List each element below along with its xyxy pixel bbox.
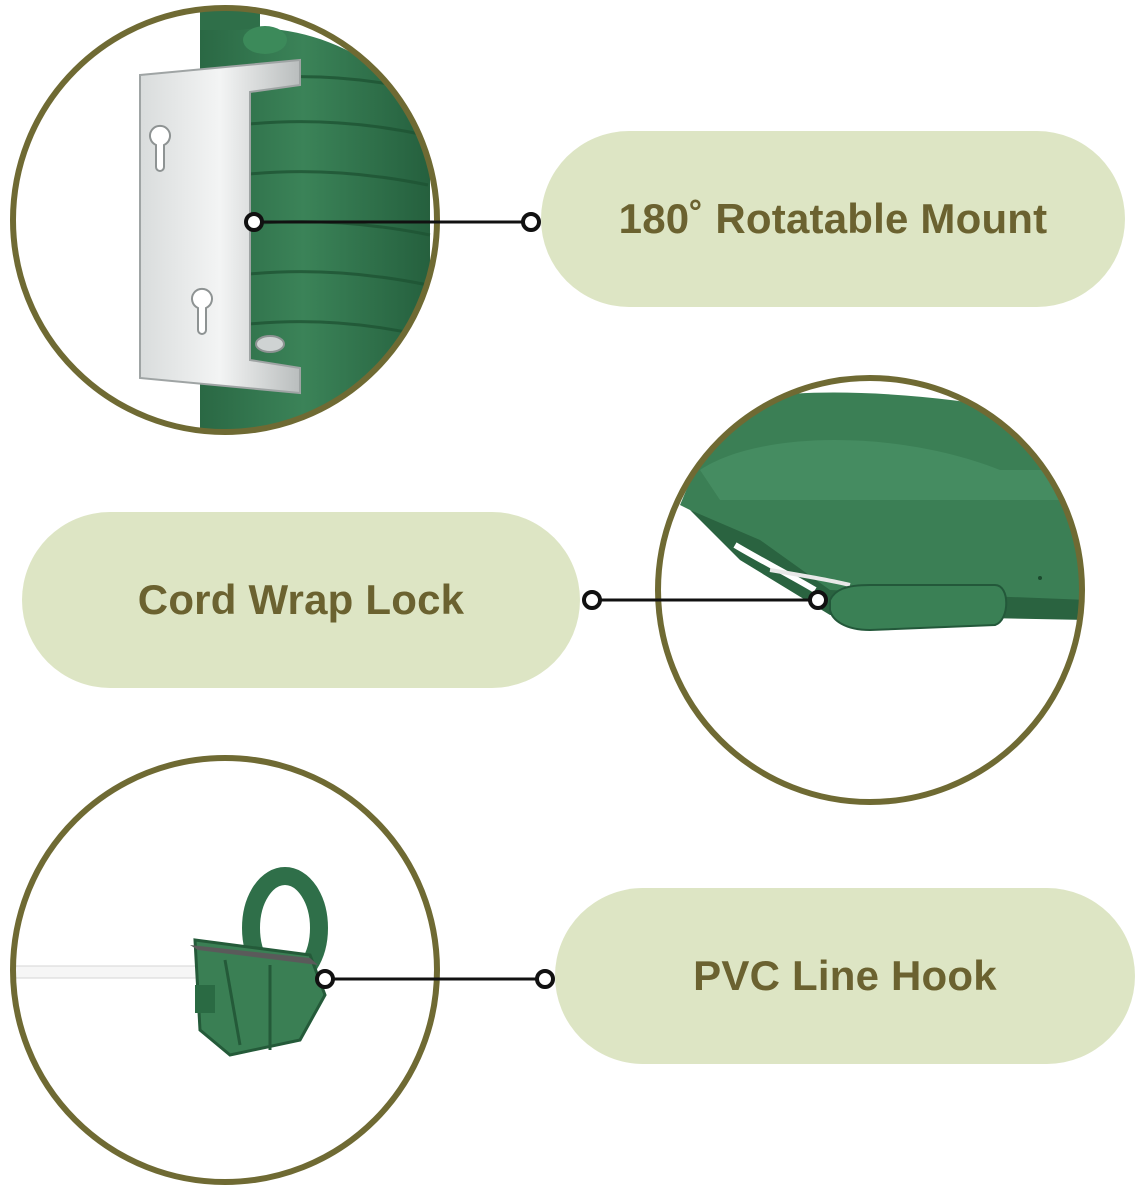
connector-dot-icon xyxy=(582,590,602,610)
connector-dot-icon xyxy=(535,969,555,989)
connector-dot-icon xyxy=(244,212,264,232)
pvc-line-hook-photo xyxy=(10,755,555,1185)
feature-label-rotatable-mount: 180˚ Rotatable Mount xyxy=(541,131,1125,307)
feature-label-pvc-line-hook: PVC Line Hook xyxy=(555,888,1135,1064)
connector-dot-icon xyxy=(808,590,828,610)
rotatable-mount-photo xyxy=(10,5,541,435)
feature-label-text: PVC Line Hook xyxy=(693,952,997,999)
feature-label-text: 180˚ Rotatable Mount xyxy=(618,195,1048,242)
connector-dot-icon xyxy=(521,212,541,232)
feature-label-text: Cord Wrap Lock xyxy=(137,576,465,623)
cord-wrap-lock-photo xyxy=(582,375,1085,805)
connector-dot-icon xyxy=(315,969,335,989)
feature-label-cord-wrap-lock: Cord Wrap Lock xyxy=(22,512,580,688)
